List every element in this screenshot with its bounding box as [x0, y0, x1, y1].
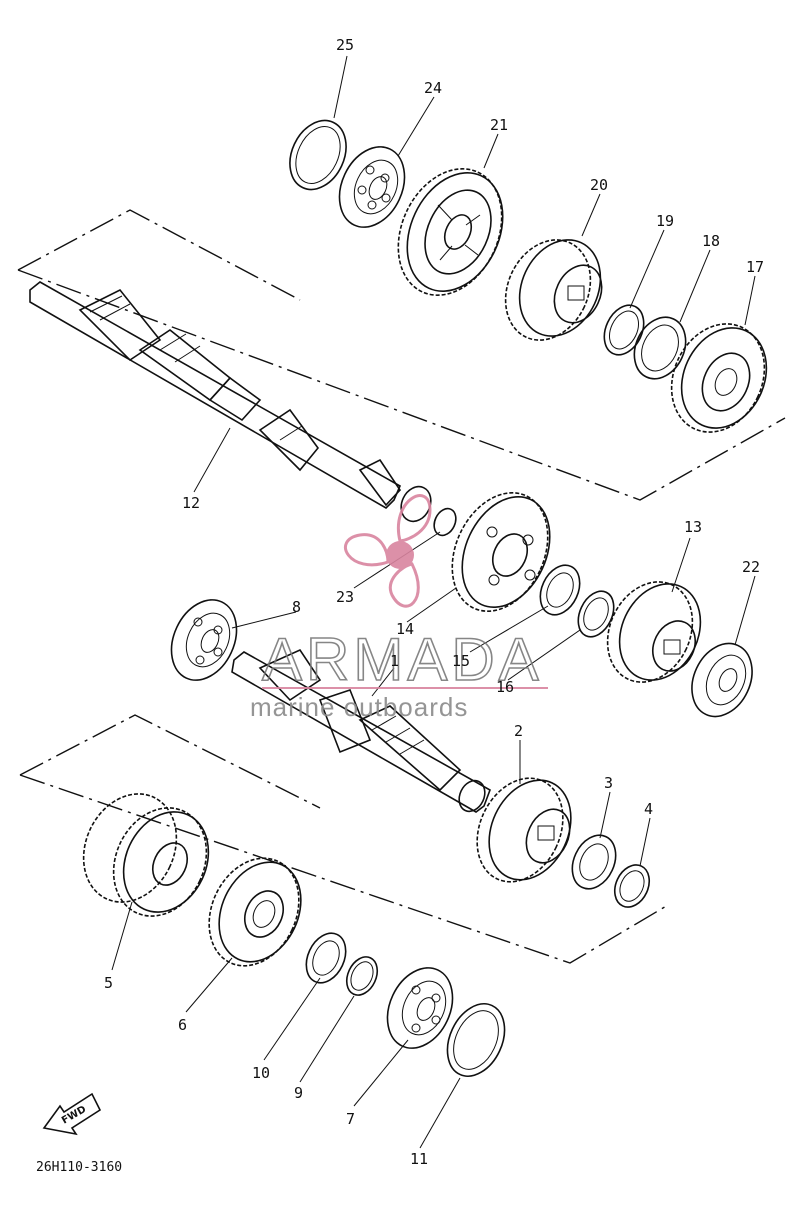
fwd-label: FWD	[60, 1104, 88, 1127]
part-3-washer	[571, 834, 617, 890]
part-14-gear	[451, 492, 551, 612]
part-8-bearing	[170, 599, 238, 681]
part-11-circlip	[446, 1003, 506, 1077]
callout-15: 15	[452, 652, 470, 670]
callout-5: 5	[104, 974, 113, 992]
callout-8: 8	[292, 598, 301, 616]
callout-11: 11	[410, 1150, 428, 1168]
callout-12: 12	[182, 494, 200, 512]
part-15-washer	[539, 564, 581, 616]
callout-14: 14	[396, 620, 414, 638]
part-13-gear	[606, 581, 702, 683]
callout-19: 19	[656, 212, 674, 230]
part-code: 26H110-3160	[36, 1160, 122, 1175]
part-21-gear	[397, 168, 504, 296]
part-17-gear	[670, 323, 768, 433]
callout-24: 24	[424, 79, 442, 97]
part-24-bearing	[338, 146, 406, 228]
part-7-bearing	[386, 967, 454, 1049]
fwd-arrow-icon: FWD	[42, 1092, 102, 1136]
part-10-washer	[305, 932, 347, 984]
propeller-logo-icon	[344, 494, 432, 608]
part-12-main-shaft	[29, 281, 402, 510]
callout-4: 4	[644, 800, 653, 818]
part-16-circlip	[577, 590, 615, 638]
part-6-gear	[208, 857, 302, 967]
part-1-drive-axle	[231, 648, 491, 813]
callout-13: 13	[684, 518, 702, 536]
watermark-tagline: marine outboards	[250, 692, 468, 722]
part-23-collar	[400, 485, 457, 537]
callout-16: 16	[496, 678, 514, 696]
upper-shaft-enclosure	[17, 209, 786, 501]
part-4-circlip	[613, 864, 651, 908]
part-5-gear	[82, 793, 210, 917]
callout-labels: 25 24 21 20 19 18 17 12 23 14 15 16 13 2…	[104, 36, 764, 1168]
lower-shaft-enclosure	[19, 714, 669, 964]
callout-6: 6	[178, 1016, 187, 1034]
callout-1: 1	[390, 652, 399, 670]
part-18-washer	[633, 316, 687, 380]
callout-9: 9	[294, 1084, 303, 1102]
leader-lines	[111, 55, 756, 1149]
callout-3: 3	[604, 774, 613, 792]
callout-7: 7	[346, 1110, 355, 1128]
callout-23: 23	[336, 588, 354, 606]
part-2-gear	[476, 777, 572, 883]
watermark-brand: ARMADA	[262, 626, 543, 693]
callout-21: 21	[490, 116, 508, 134]
part-19-circlip	[603, 304, 645, 356]
callout-10: 10	[252, 1064, 270, 1082]
callout-2: 2	[514, 722, 523, 740]
part-22-bearing	[691, 642, 753, 718]
armada-watermark: ARMADA marine outboards	[250, 494, 548, 722]
callout-20: 20	[590, 176, 608, 194]
part-20-gear	[504, 239, 603, 341]
callout-17: 17	[746, 258, 764, 276]
callout-25: 25	[336, 36, 354, 54]
callout-22: 22	[742, 558, 760, 576]
part-25-circlip	[289, 119, 347, 191]
part-9-circlip	[345, 956, 379, 996]
callout-18: 18	[702, 232, 720, 250]
